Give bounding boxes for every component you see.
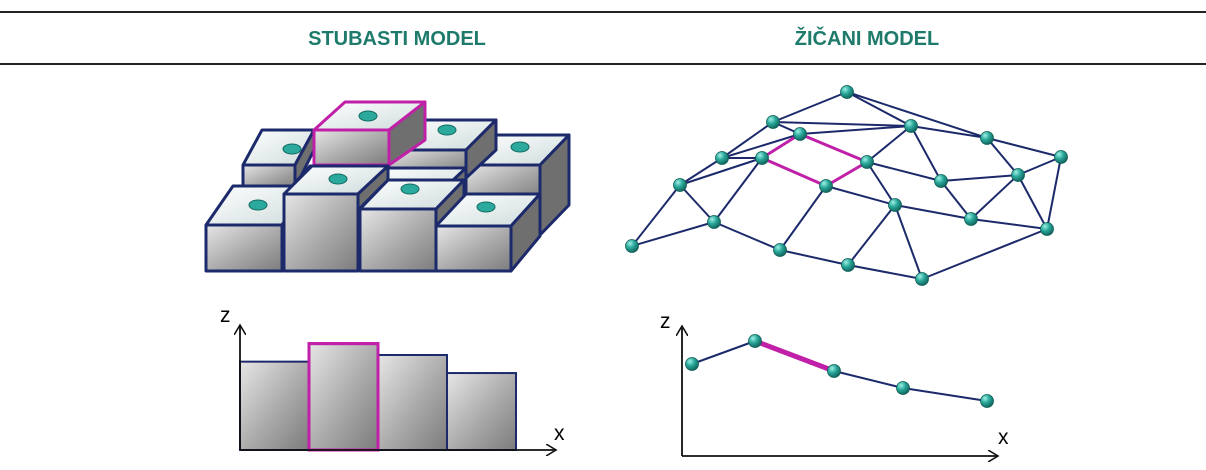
wire-node <box>755 151 769 165</box>
wire-edge <box>779 249 849 266</box>
wire-edge <box>866 161 942 182</box>
wire-edge <box>986 137 1062 158</box>
wire-node <box>673 178 687 192</box>
centroid-dot <box>510 141 530 153</box>
block-back-left <box>241 128 316 190</box>
wire-edge <box>1017 156 1062 176</box>
block-centroid-dots <box>248 110 530 213</box>
wire-edge <box>940 174 1019 182</box>
wire-profile-node <box>685 357 699 371</box>
wire-3d-model <box>625 85 1068 286</box>
wire-edge <box>631 184 681 247</box>
profile-bar <box>239 360 310 451</box>
centroid-dot <box>400 183 420 195</box>
wire-profile-nodes <box>685 334 994 408</box>
wire-profile-node <box>980 394 994 408</box>
centroid-dot <box>328 173 348 185</box>
wire-edge <box>910 125 988 139</box>
wire-x-label: x <box>998 426 1009 449</box>
profile-bar <box>446 372 517 451</box>
wire-edge <box>779 185 827 251</box>
wire-edge <box>679 157 763 186</box>
wire-profile-node <box>896 381 910 395</box>
wire-node <box>904 119 918 133</box>
wire-node <box>888 198 902 212</box>
wire-edges <box>631 91 1062 280</box>
wire-edge <box>772 121 912 127</box>
wire-model-title: ŽIČANI MODEL <box>795 26 939 50</box>
wire-node <box>819 179 833 193</box>
stepped-3d-model <box>204 100 571 273</box>
wire-edge <box>679 157 723 186</box>
profile-bar <box>377 354 448 451</box>
wire-edge <box>1017 174 1048 230</box>
wire-edge <box>866 161 896 206</box>
centroid-dot <box>476 201 496 213</box>
wire-node <box>860 155 874 169</box>
wire-edge <box>970 218 1048 230</box>
wire-profile-node <box>827 364 841 378</box>
wire-edge <box>1046 156 1062 230</box>
wire-node <box>934 174 948 188</box>
wire-node <box>625 239 639 253</box>
wire-node <box>964 212 978 226</box>
wire-edge <box>910 125 942 182</box>
centroid-dot <box>282 143 302 155</box>
wire-edge <box>846 91 988 139</box>
wire-node <box>766 115 780 129</box>
wire-edge <box>894 204 972 220</box>
wire-node <box>793 127 807 141</box>
centroid-dot <box>248 199 268 211</box>
wire-node <box>841 258 855 272</box>
wire-node <box>715 151 729 165</box>
wire-node <box>1040 222 1054 236</box>
stepped-model-title: STUBASTI MODEL <box>308 28 486 50</box>
wire-edge <box>846 91 912 127</box>
wire-node <box>773 243 787 257</box>
wire-edge <box>970 174 1019 220</box>
wire-node <box>980 131 994 145</box>
wire-node <box>840 85 854 99</box>
wire-edge <box>713 221 781 251</box>
wire-edge <box>799 125 912 135</box>
wire-nodes <box>625 85 1068 286</box>
wire-node <box>1054 150 1068 164</box>
wire-edge <box>679 184 715 223</box>
wire-profile: z x <box>660 310 1009 456</box>
wire-edge <box>866 125 912 163</box>
wire-edge <box>921 228 1048 280</box>
wire-edge <box>772 91 848 123</box>
wire-node <box>1011 168 1025 182</box>
wire-profile-node <box>748 334 762 348</box>
centroid-dot <box>437 124 457 136</box>
wire-edge <box>847 204 896 266</box>
stepped-profile: z x <box>220 304 565 450</box>
centroid-dot <box>358 110 378 122</box>
profile-z-label: z <box>220 304 231 327</box>
profile-bar-highlighted <box>307 342 380 452</box>
wire-node <box>915 272 929 286</box>
wire-edge <box>721 121 774 159</box>
wire-z-label: z <box>660 310 671 333</box>
wire-edge <box>940 180 972 220</box>
wire-edge <box>986 137 1019 176</box>
wire-profile-highlight-segment <box>754 338 835 374</box>
profile-bars <box>239 342 517 452</box>
wire-edge <box>721 133 801 159</box>
wire-edge <box>847 264 923 280</box>
wire-edge <box>713 157 763 223</box>
wire-node <box>707 215 721 229</box>
wire-edge <box>825 185 896 206</box>
wire-edge <box>631 221 715 247</box>
wire-edge <box>894 204 923 280</box>
profile-x-label: x <box>554 422 565 445</box>
